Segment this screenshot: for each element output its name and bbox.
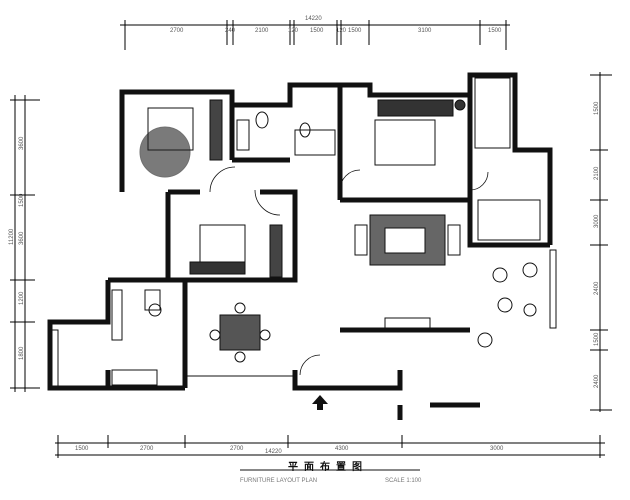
dim-label: 3000 <box>594 214 600 228</box>
drawing-subtitle: FURNITURE LAYOUT PLAN <box>240 478 318 484</box>
right-dimension-line <box>590 72 612 412</box>
dim-label: 120 <box>336 28 347 34</box>
dim-label: 2400 <box>594 281 600 295</box>
dim-label: 2400 <box>594 374 600 388</box>
bed-guest <box>374 99 466 166</box>
dim-label: 2100 <box>255 28 269 34</box>
dim-label: 2100 <box>594 166 600 180</box>
dim-label: 1500 <box>310 28 324 34</box>
drawing-scale: SCALE 1:100 <box>385 478 422 484</box>
dim-label: 4300 <box>335 446 349 452</box>
dim-label: 3100 <box>418 28 432 34</box>
dim-label: 1500 <box>594 332 600 346</box>
bed-master <box>139 99 223 178</box>
dim-label: 2700 <box>170 28 184 34</box>
dim-label: 1800 <box>19 346 25 360</box>
dim-top-total: 14220 <box>305 16 322 22</box>
dim-left-total: 11200 <box>9 228 15 245</box>
bed-second <box>189 224 283 278</box>
doors <box>209 166 489 376</box>
entry-arrow-icon <box>312 395 328 410</box>
balcony-chairs <box>477 199 541 348</box>
dim-label: 1500 <box>75 446 89 452</box>
windows <box>49 77 557 389</box>
top-dimension-line <box>120 20 510 50</box>
dim-label: 1500 <box>594 101 600 115</box>
kitchen-fixtures <box>111 289 162 386</box>
dim-bottom-total: 14220 <box>265 449 282 455</box>
dim-label: 1500 <box>19 193 25 207</box>
dining-table <box>209 302 271 363</box>
sofa-set <box>354 214 461 329</box>
dim-label: 3600 <box>19 231 25 245</box>
dim-label: 120 <box>288 28 299 34</box>
walls <box>47 72 553 420</box>
dim-label: 1500 <box>488 28 502 34</box>
dim-label: 240 <box>225 28 236 34</box>
left-dimension-line <box>10 95 40 392</box>
dim-label: 1500 <box>348 28 362 34</box>
dim-label: 1200 <box>19 291 25 305</box>
dim-label: 2700 <box>230 446 244 452</box>
drawing-title: 平面布置图 <box>288 462 368 473</box>
dim-label: 3000 <box>490 446 504 452</box>
bottom-dimension-line <box>55 435 605 458</box>
dim-label: 3600 <box>19 136 25 150</box>
bathroom-fixtures <box>236 111 336 156</box>
dim-label: 2700 <box>140 446 154 452</box>
